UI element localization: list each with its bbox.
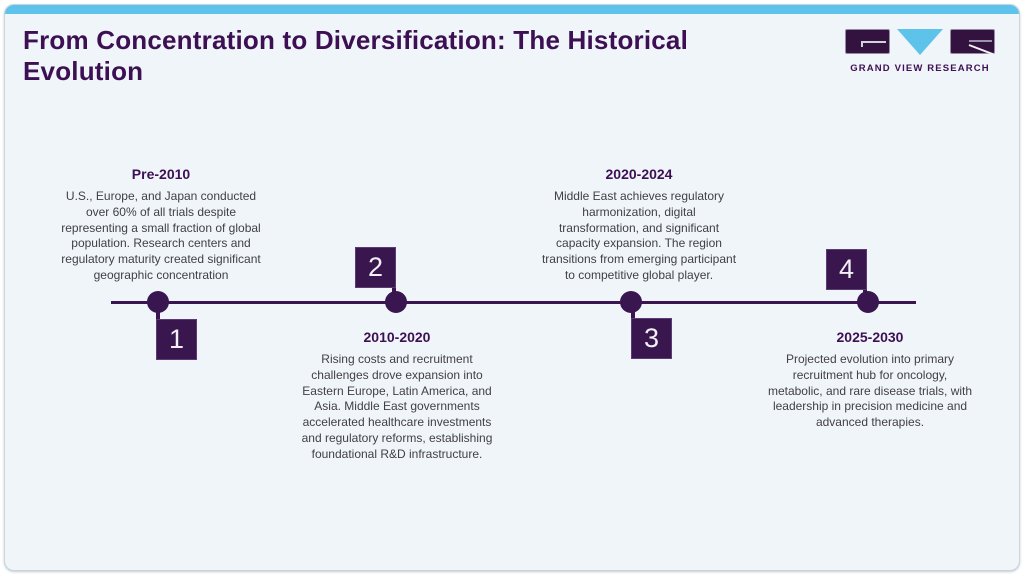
logo-g-mark-icon xyxy=(845,29,890,54)
logo-r-diagonal xyxy=(968,44,994,56)
logo-r-mark-icon xyxy=(950,29,995,56)
brand-name: GRAND VIEW RESEARCH xyxy=(850,63,990,74)
logo-g-stroke-tick xyxy=(861,41,863,47)
page-title: From Concentration to Diversification: T… xyxy=(23,25,689,86)
milestone-description-2: Rising costs and recruitment challenges … xyxy=(301,352,493,461)
milestone-number-2: 2 xyxy=(355,247,396,288)
milestone-period-2: 2010-2020 xyxy=(363,329,431,345)
milestone-text-3: 2020-2024 Middle East achieves regulator… xyxy=(519,166,759,284)
milestone-text-4: 2025-2030 Projected evolution into prima… xyxy=(745,329,995,431)
timeline-stem-2 xyxy=(392,285,396,303)
milestone-number-2-label: 2 xyxy=(367,252,384,282)
milestone-number-3-label: 3 xyxy=(643,323,660,353)
milestone-text-2: 2010-2020 Rising costs and recruitment c… xyxy=(273,329,521,463)
timeline-axis xyxy=(111,301,916,304)
milestone-number-4-label: 4 xyxy=(838,254,855,284)
milestone-period-1: Pre-2010 xyxy=(131,166,191,182)
logo-r-stroke xyxy=(969,40,992,42)
milestone-description-1: U.S., Europe, and Japan conducted over 6… xyxy=(61,189,261,282)
logo-g-stroke xyxy=(861,41,886,43)
timeline-stem-1 xyxy=(156,302,160,320)
milestone-period-3: 2020-2024 xyxy=(605,166,673,182)
milestone-period-4: 2025-2030 xyxy=(836,329,904,345)
milestone-number-1: 1 xyxy=(156,319,197,360)
top-accent-bar xyxy=(5,5,1019,14)
milestone-description-4: Projected evolution into primary recruit… xyxy=(767,352,973,430)
timeline-dot-4 xyxy=(857,291,879,313)
milestone-number-1-label: 1 xyxy=(168,324,185,354)
slide-card: From Concentration to Diversification: T… xyxy=(4,4,1020,571)
logo-v-triangle-icon xyxy=(897,29,943,55)
milestone-number-3: 3 xyxy=(631,318,672,359)
timeline-stem-3 xyxy=(631,302,635,319)
milestone-description-3: Middle East achieves regulatory harmoniz… xyxy=(541,189,737,282)
milestone-number-4: 4 xyxy=(826,249,867,290)
brand-logo: GRAND VIEW RESEARCH xyxy=(845,29,995,74)
timeline-dot-2 xyxy=(385,291,407,313)
milestone-text-1: Pre-2010 U.S., Europe, and Japan conduct… xyxy=(27,166,295,284)
timeline-stem-4 xyxy=(863,287,867,303)
logo-marks xyxy=(845,29,995,56)
